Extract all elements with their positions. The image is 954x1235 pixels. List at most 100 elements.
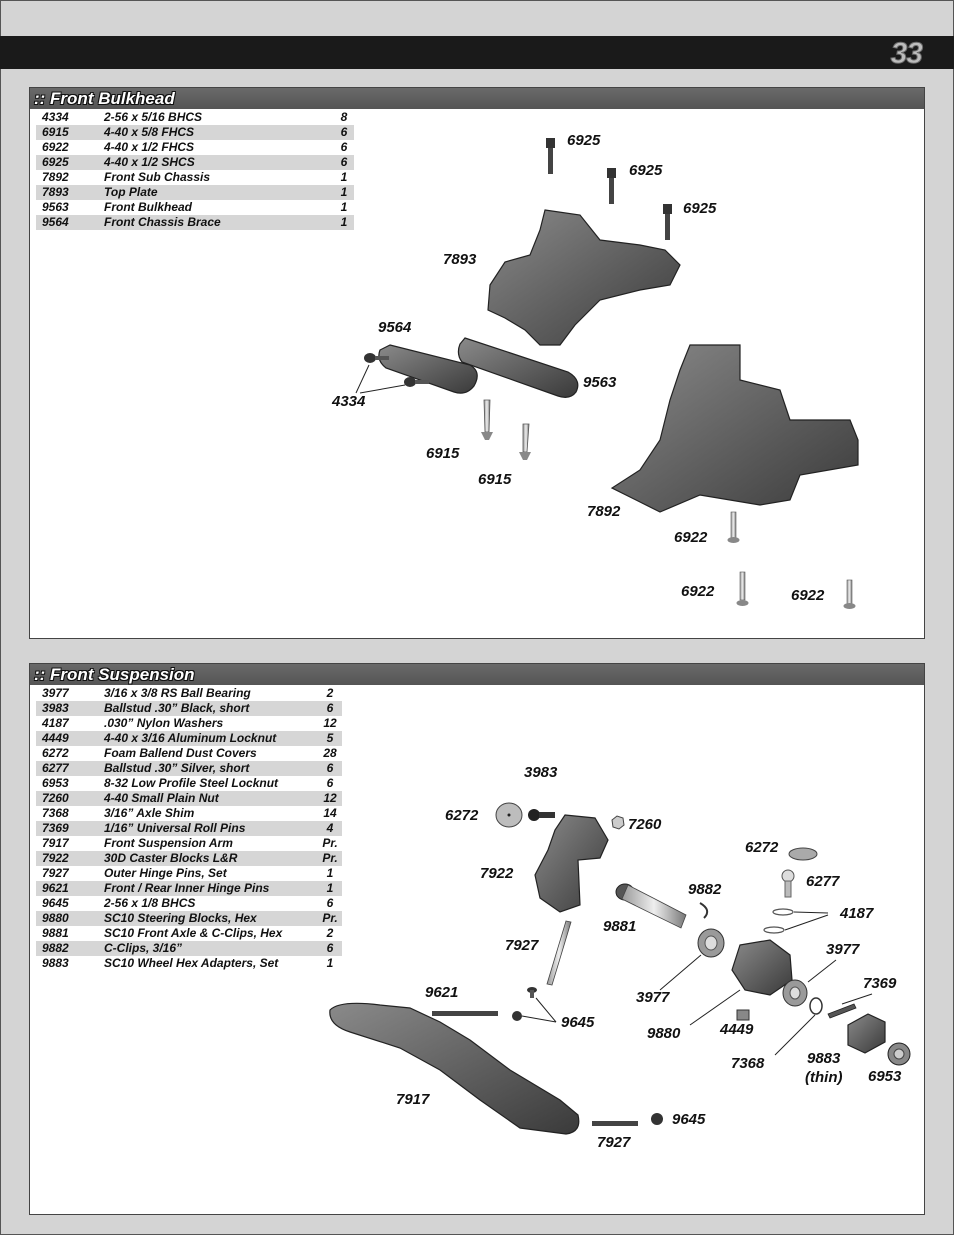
callout-label: 7369: [863, 975, 897, 992]
part-number: 6915: [36, 125, 104, 140]
part-quantity: 5: [318, 731, 342, 746]
part-number: 6953: [42, 776, 69, 790]
page-number: 33: [890, 37, 923, 71]
part-description: 4-40 x 5/8 FHCS: [104, 125, 334, 140]
part-description: 4-40 x 1/2 SHCS: [104, 155, 334, 170]
part-quantity: 6: [326, 896, 334, 910]
callout-label: 6272: [445, 807, 479, 824]
callout-label: 9645: [672, 1111, 706, 1128]
part-description: Front Sub Chassis: [104, 170, 211, 184]
part-number: 7369: [36, 821, 104, 836]
part-description: Outer Hinge Pins, Set: [104, 866, 227, 880]
part-description: Front Suspension Arm: [104, 836, 233, 850]
part-quantity: 8: [340, 110, 348, 124]
table-row: 9563 Front Bulkhead 1: [36, 200, 354, 215]
callout-label: 3983: [524, 764, 558, 781]
table-row: 4187 .030” Nylon Washers 12: [36, 716, 342, 731]
part-description: Front / Rear Inner Hinge Pins: [104, 881, 318, 896]
part-quantity: 2: [326, 686, 334, 700]
part-number: 7260: [36, 791, 104, 806]
part-description: 4-40 Small Plain Nut: [104, 791, 318, 806]
callout-label: 7260: [628, 816, 662, 833]
part-number: 4187: [42, 716, 69, 730]
part-quantity: Pr.: [318, 851, 342, 866]
part-quantity: Pr.: [318, 911, 342, 926]
part-number: 9880: [36, 911, 104, 926]
part-description: Ballstud .30” Black, short: [104, 701, 318, 716]
part-number: 6925: [36, 155, 104, 170]
part-quantity: 12: [323, 716, 337, 730]
part-number: 7917: [42, 836, 69, 850]
part-number: 7893: [36, 185, 104, 200]
callout-label: 9645: [561, 1014, 595, 1031]
part-description: Front Chassis Brace: [104, 215, 334, 230]
callout-label: 6915: [478, 471, 512, 488]
part-description: .030” Nylon Washers: [104, 716, 224, 730]
part-number: 9621: [36, 881, 104, 896]
part-number: 9563: [42, 200, 69, 214]
part-number: 7368: [42, 806, 69, 820]
part-number: 9881: [42, 926, 69, 940]
part-quantity: 1: [340, 200, 348, 214]
part-description: SC10 Steering Blocks, Hex: [104, 911, 318, 926]
page-header-bar: [0, 36, 954, 69]
callout-label: 9882: [688, 881, 722, 898]
callout-label: 4449: [720, 1021, 754, 1038]
callout-label: 6922: [791, 587, 825, 604]
part-description: 2-56 x 1/8 BHCS: [104, 896, 196, 910]
part-description: SC10 Wheel Hex Adapters, Set: [104, 956, 279, 970]
part-number: 7922: [36, 851, 104, 866]
part-quantity: 6: [334, 155, 354, 170]
part-quantity: 4: [318, 821, 342, 836]
part-number: 7892: [42, 170, 69, 184]
part-number: 4449: [36, 731, 104, 746]
callout-label: (thin): [805, 1069, 843, 1086]
table-row: 9645 2-56 x 1/8 BHCS 6: [36, 896, 342, 911]
callout-label: 7917: [396, 1091, 430, 1108]
part-quantity: 6: [334, 125, 354, 140]
part-description: Front Bulkhead: [104, 200, 193, 214]
part-description: 2-56 x 5/16 BHCS: [104, 110, 203, 124]
part-quantity: 1: [326, 956, 334, 970]
callout-label: 3977: [636, 989, 670, 1006]
callout-label: 4334: [332, 393, 366, 410]
part-number: 9882: [36, 941, 104, 956]
callout-label: 4187: [840, 905, 874, 922]
callout-label: 7893: [443, 251, 477, 268]
part-quantity: 2: [326, 926, 334, 940]
callout-label: 6277: [806, 873, 840, 890]
part-quantity: 1: [318, 881, 342, 896]
part-quantity: 6: [318, 941, 342, 956]
callout-label: 6925: [567, 132, 601, 149]
part-number: 6272: [42, 746, 69, 760]
front-bulkhead-header: :: Front Bulkhead: [30, 88, 924, 109]
callout-label: 7368: [731, 1055, 765, 1072]
callout-label: 6922: [674, 529, 708, 546]
part-description: C-Clips, 3/16”: [104, 941, 318, 956]
part-number: 3983: [36, 701, 104, 716]
part-number: 9645: [42, 896, 69, 910]
callout-label: 9564: [378, 319, 412, 336]
callout-label: 6272: [745, 839, 779, 856]
callout-label: 6922: [681, 583, 715, 600]
part-quantity: 1: [334, 185, 354, 200]
part-description: 3/16 x 3/8 RS Ball Bearing: [104, 686, 251, 700]
